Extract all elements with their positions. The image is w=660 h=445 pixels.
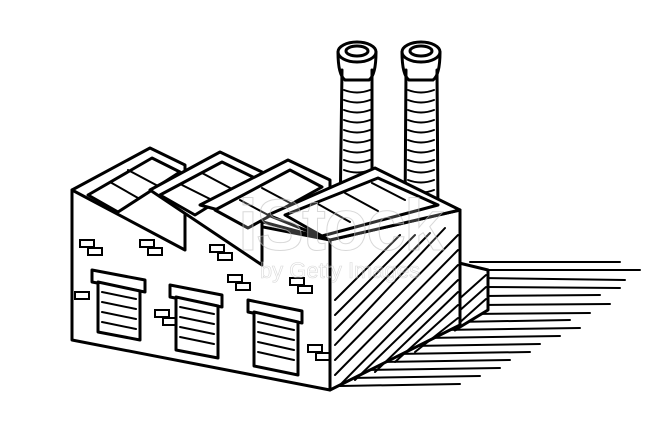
shadow-hatching [339,261,641,387]
end-wall-hatching [334,227,459,386]
chimney-left [336,40,378,222]
roller-door-1 [90,268,147,342]
roller-door-2 [168,283,224,360]
roller-door-3 [246,298,304,377]
brick-marks [74,239,331,361]
roof-section-1 [70,146,187,252]
roof-section-4 [266,166,462,242]
